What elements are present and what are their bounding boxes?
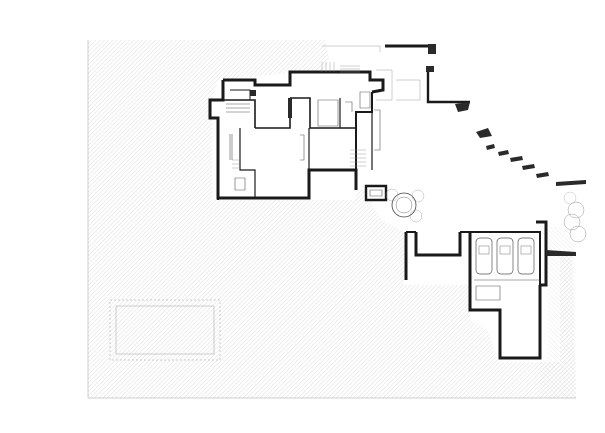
tree-icon xyxy=(385,188,425,223)
garage-wing xyxy=(404,220,576,360)
courtyard-area xyxy=(380,52,586,232)
service-block xyxy=(364,184,388,202)
stair-icon xyxy=(232,62,366,169)
tree-icon xyxy=(563,191,587,243)
car-icon xyxy=(517,237,535,275)
main-house xyxy=(208,70,385,200)
car-icon xyxy=(496,237,514,275)
site-lines xyxy=(87,40,576,399)
stepping-stones xyxy=(476,128,586,186)
car-icon xyxy=(475,237,493,275)
north-walls xyxy=(385,44,470,112)
site-terrain-hatch xyxy=(88,40,576,398)
